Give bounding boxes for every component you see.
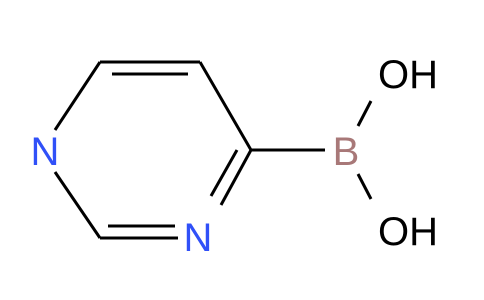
atom-boron-label: B <box>333 130 360 174</box>
bond-n1-c6 <box>53 61 102 131</box>
bond-c4-n3-inner <box>209 149 239 197</box>
atom-oh-top-label: OH <box>378 53 438 97</box>
atom-oh-bottom-label: OH <box>378 210 438 254</box>
boronic-acid-group <box>251 100 373 200</box>
atom-n3-label: N <box>184 216 213 260</box>
bond-b-oh-top <box>356 100 373 127</box>
bond-n1-c2 <box>53 171 102 239</box>
bond-c5-c4 <box>198 61 253 151</box>
pyrimidine-ring <box>53 60 253 240</box>
bond-b-oh-bottom <box>356 173 373 200</box>
atom-n1-label: N <box>31 130 60 174</box>
bond-c4-n3 <box>219 149 253 206</box>
